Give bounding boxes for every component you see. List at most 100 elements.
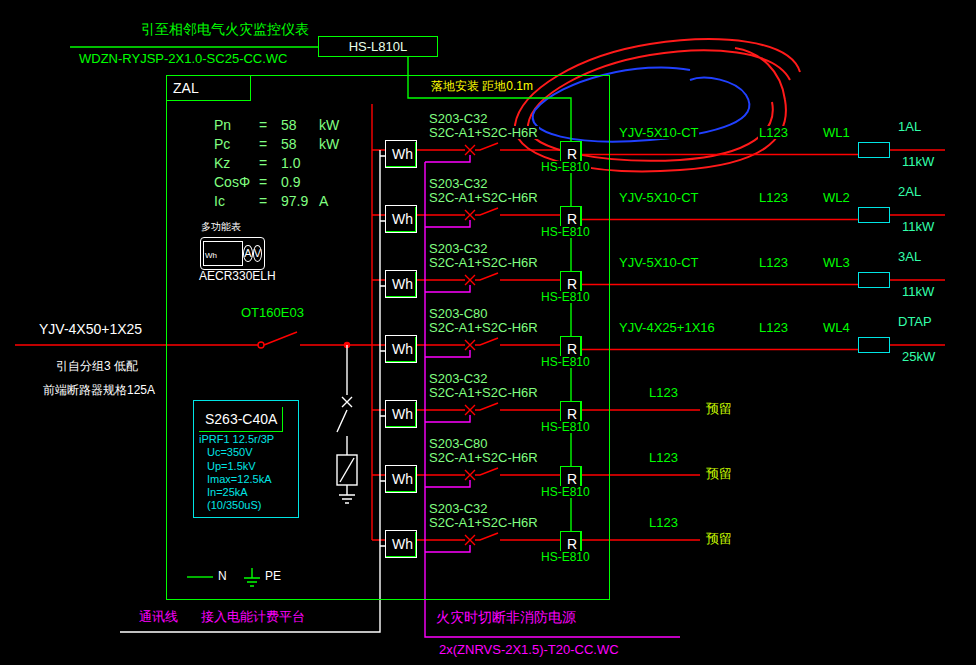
load-panel: 3AL11kW — [858, 272, 890, 288]
annotation-text: HS-E810 — [540, 226, 591, 238]
node-text: 1AL — [897, 120, 922, 133]
node-text: V — [253, 245, 262, 262]
energy-meter: Wh — [385, 140, 417, 168]
annotation-text: S203-C32 — [428, 502, 489, 515]
red-markup-scribble — [515, 39, 800, 171]
node-text: A — [243, 245, 252, 262]
annotation-text: WL1 — [822, 126, 851, 139]
node-text: Wh — [386, 532, 416, 557]
annotation-text: 落地安装 距地0.1m — [430, 80, 534, 92]
annotation-text: CosΦ — [213, 175, 251, 189]
feeder-cable — [582, 349, 858, 350]
node-text: HS-L810L — [349, 40, 408, 53]
annotation-text: OT160E03 — [240, 306, 305, 319]
annotation-text: YJV-4X50+1X25 — [38, 322, 143, 336]
annotation-text: L123 — [648, 451, 679, 464]
node-text: Wh — [386, 467, 416, 492]
annotation-text: 预留 — [705, 402, 733, 415]
annotation-text: AECR330ELH — [198, 270, 277, 282]
spd-varistor — [340, 458, 354, 482]
control-wire — [570, 363, 571, 401]
annotation-text: HS-E810 — [540, 421, 591, 433]
annotation-text: S2C-A1+S2C-H6R — [428, 386, 539, 399]
annotation-text: Pc — [213, 137, 231, 151]
node-text: S263-C40A — [199, 407, 283, 432]
annotation-text: HS-E810 — [540, 551, 591, 563]
annotation-text: = — [258, 137, 268, 151]
node-text: 11kW — [901, 220, 935, 233]
control-wire — [570, 233, 571, 271]
annotation-text: 引至相邻电气火灾监控仪表 — [140, 22, 310, 36]
surge-protector-spec: S263-C40AiPRF1 12.5r/3PUc=350VUp=1.5kVIm… — [193, 400, 299, 518]
annotation-text: L123 — [758, 321, 789, 334]
node-text: 11kW — [901, 285, 935, 298]
annotation-text: YJV-5X10-CT — [618, 256, 699, 269]
annotation-text: Ic — [213, 194, 226, 208]
annotation-text: 火灾时切断非消防电源 — [435, 610, 577, 624]
annotation-text: 2x(ZNRVS-2X1.5)-T20-CC.WC — [438, 643, 620, 656]
annotation-text: S2C-A1+S2C-H6R — [428, 451, 539, 464]
annotation-text: = — [258, 156, 268, 170]
spd-symbol — [337, 455, 357, 485]
load-lines — [890, 150, 945, 345]
energy-meter: Wh — [385, 205, 417, 233]
annotation-text: YJV-4X25+1X16 — [618, 321, 716, 334]
annotation-text: Pn — [213, 118, 232, 132]
node-text: iPRF1 12.5r/3P — [199, 434, 293, 445]
node-text: Up=1.5kV — [199, 461, 293, 472]
annotation-text: S203-C32 — [428, 112, 489, 125]
annotation-text: 0.9 — [280, 175, 301, 189]
annotation-text: L123 — [758, 256, 789, 269]
control-wire — [570, 168, 571, 206]
annotation-text: L123 — [758, 126, 789, 139]
annotation-text: HS-E810 — [540, 356, 591, 368]
node-text: Wh — [386, 207, 416, 232]
node-text: 3AL — [897, 250, 922, 263]
annotation-text: S2C-A1+S2C-H6R — [428, 256, 539, 269]
annotation-text: WDZN-RYJSP-2X1.0-SC25-CC.WC — [78, 52, 289, 65]
feeder-cable — [582, 154, 858, 155]
node-text: 25kW — [901, 350, 936, 363]
annotation-text: 1.0 — [280, 156, 301, 170]
node-text: Wh — [386, 402, 416, 427]
neutral-line-sample — [187, 576, 213, 577]
annotation-text: YJV-5X10-CT — [618, 191, 699, 204]
node-text: Wh — [386, 337, 416, 362]
isolator-contact — [258, 342, 264, 348]
blue-markup-scribble — [533, 67, 750, 141]
annotation-text: YJV-5X10-CT — [618, 126, 699, 139]
node-text: 11kW — [901, 155, 935, 168]
annotation-text: S203-C80 — [428, 437, 489, 450]
annotation-text: HS-E810 — [540, 486, 591, 498]
annotation-text: S2C-A1+S2C-H6R — [428, 321, 539, 334]
feeder-cable — [582, 284, 858, 285]
node-text: DTAP — [897, 315, 933, 328]
annotation-text: kW — [318, 137, 340, 151]
annotation-text: HS-E810 — [540, 161, 591, 173]
annotation-text: WL4 — [822, 321, 851, 334]
node-text: (10/350uS) — [199, 500, 293, 511]
legend-text: N — [217, 570, 228, 582]
annotation-text: 前端断路器规格125A — [42, 384, 156, 396]
annotation-text: kW — [318, 118, 340, 132]
energy-meter: Wh — [385, 400, 417, 428]
annotation-text: 58 — [280, 137, 298, 151]
legend-text: PE — [264, 570, 282, 582]
load-panel: 2AL11kW — [858, 207, 890, 223]
annotation-text: 引自分组3 低配 — [55, 360, 139, 372]
monitor-module-box: HS-L810L — [318, 36, 438, 57]
earth-symbol — [244, 568, 260, 586]
load-panel: DTAP25kW — [858, 337, 890, 353]
annotation-text: L123 — [648, 516, 679, 529]
shunt-trip-wiring — [425, 155, 680, 637]
annotation-text: L123 — [648, 386, 679, 399]
node-text: Wh — [386, 272, 416, 297]
annotation-text: 预留 — [705, 532, 733, 545]
load-panel: 1AL11kW — [858, 142, 890, 158]
annotation-text: 58 — [280, 118, 298, 132]
energy-meter: Wh — [385, 270, 417, 298]
annotation-text: HS-E810 — [540, 291, 591, 303]
feeder-cable — [582, 219, 858, 220]
annotation-text: 通讯线 — [138, 610, 179, 623]
node-text: Wh — [386, 142, 416, 167]
